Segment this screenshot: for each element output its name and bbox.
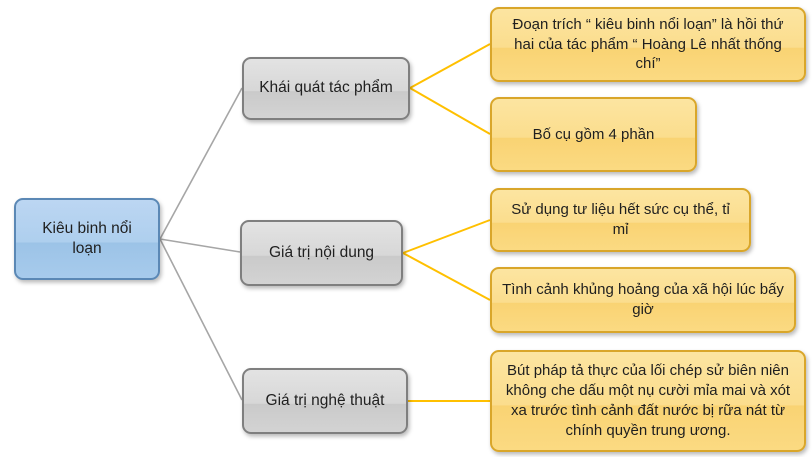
branch-node-label: Khái quát tác phẩm xyxy=(259,79,393,97)
connector-root-to-branch-2 xyxy=(159,238,243,401)
leaf-node-label: Sử dụng tư liệu hết sức cụ thể, tỉ mỉ xyxy=(511,201,730,238)
leaf-node-label: Tình cảnh khủng hoảng của xã hội lúc bấy… xyxy=(502,281,784,318)
leaf-node-label: Bố cụ gồm 4 phần xyxy=(532,125,655,143)
connector-branch1-to-leaf1 xyxy=(402,252,491,301)
branch-node-gia-tri-nghe-thuat[interactable]: Giá trị nghệ thuật xyxy=(242,368,408,434)
branch-node-gia-tri-noi-dung[interactable]: Giá trị nội dung xyxy=(240,220,403,286)
leaf-node-label: Đoạn trích “ kiêu binh nổi loạn” là hồi … xyxy=(512,15,784,73)
leaf-node-but-phap-ta-thuc[interactable]: Bút pháp tả thực của lối chép sử biên ni… xyxy=(490,350,806,452)
connector-branch1-to-leaf0 xyxy=(402,219,491,254)
connector-root-to-branch-0 xyxy=(159,87,243,240)
branch-node-khai-quat-tac-pham[interactable]: Khái quát tác phẩm xyxy=(242,57,410,120)
leaf-node-doan-trich[interactable]: Đoạn trích “ kiêu binh nổi loạn” là hồi … xyxy=(490,7,806,82)
leaf-node-bo-cuc[interactable]: Bố cụ gồm 4 phần xyxy=(490,97,697,172)
leaf-node-tinh-canh-khung-hoang[interactable]: Tình cảnh khủng hoảng của xã hội lúc bấy… xyxy=(490,267,796,333)
connector-root-to-branch-1 xyxy=(159,238,241,253)
root-node-label: Kiêu binh nổi loạn xyxy=(42,219,132,257)
leaf-node-label: Bút pháp tả thực của lối chép sử biên ni… xyxy=(505,362,791,439)
leaf-node-su-dung-tu-lieu[interactable]: Sử dụng tư liệu hết sức cụ thể, tỉ mỉ xyxy=(490,188,751,252)
branch-node-label: Giá trị nghệ thuật xyxy=(265,391,385,409)
connector-branch0-to-leaf0 xyxy=(409,43,491,89)
root-node-kieu-binh-noi-loan[interactable]: Kiêu binh nổi loạn xyxy=(14,198,160,280)
branch-node-label: Giá trị nội dung xyxy=(268,243,375,261)
connector-branch0-to-leaf1 xyxy=(409,87,491,135)
